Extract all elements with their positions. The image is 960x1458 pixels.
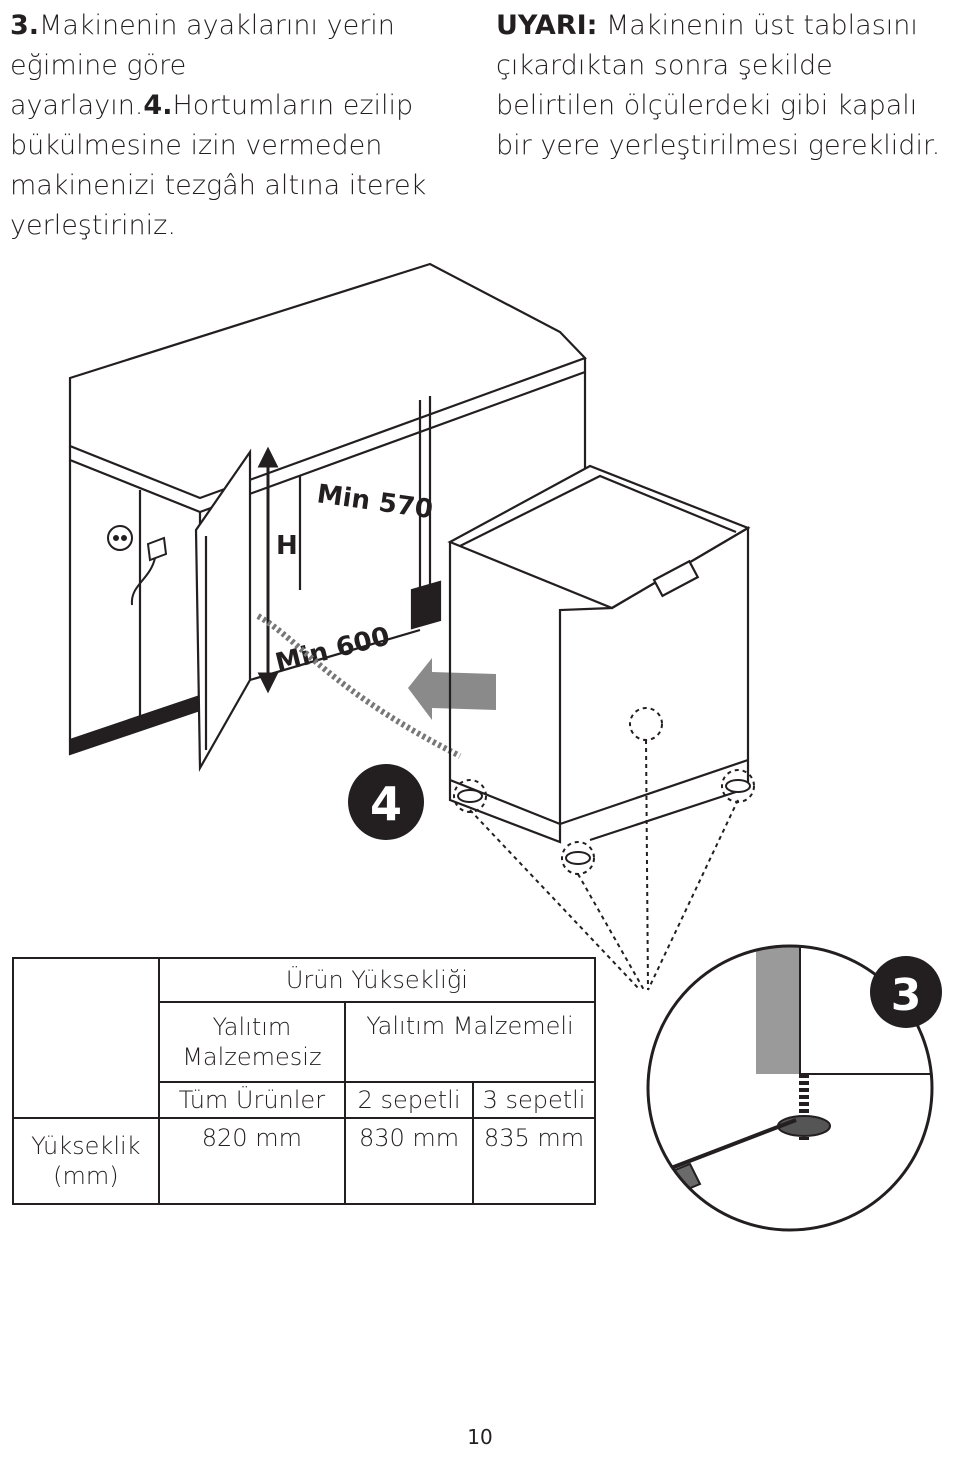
dishwasher [447,464,751,844]
page-number: 10 [467,1425,493,1449]
hose [256,613,462,759]
value-830: 830 mm [344,1117,475,1205]
product-height-table: Ürün Yüksekliği Yalıtım Malzemesiz Yalıt… [12,957,597,1205]
warning-text: Makinenin üst tablasını çıkardıktan sonr… [496,10,941,161]
sub-all-products: Tüm Ürünler [157,1081,347,1119]
table-header: Ürün Yüksekliği [157,957,597,1003]
value-820: 820 mm [157,1117,347,1205]
step3-number: 3. [10,10,40,41]
warning-label: UYARI: [496,10,598,41]
label-min-600: Min 600 [272,621,392,678]
svg-text:4: 4 [370,777,402,831]
col-with-insulation: Yalıtım Malzemeli [344,1001,596,1083]
col-without-insulation: Yalıtım Malzemesiz [157,1001,347,1083]
push-arrow-icon [408,658,496,720]
countertop [68,262,587,500]
sub-3-baskets: 3 sepetli [472,1081,596,1119]
cabinet-door [194,448,252,773]
dishwasher-feet [457,779,751,865]
svg-text:3: 3 [891,970,922,1021]
foot-adjust-detail: 3 [646,944,942,1232]
step4-number: 4. [143,90,173,121]
label-min-570: Min 570 [315,479,435,525]
step3-text: Makinenin ayaklarını yerin eğimine göre … [10,10,395,121]
badge-step-3: 3 [870,956,942,1028]
sub-2-baskets: 2 sepetli [344,1081,475,1119]
warning-note: UYARI: Makinenin üst tablasını çıkardıkt… [496,6,956,166]
table-empty-corner [12,957,160,1119]
badge-step-4: 4 [348,764,424,840]
step-instructions: 3.Makinenin ayaklarını yerin eğimine gör… [10,6,480,246]
socket-icon [107,525,168,606]
label-h: H [276,531,298,561]
step4-text: Hortumların ezilip bükülmesine izin verm… [10,90,427,241]
installation-illustration: H Min 570 Min 600 4 [68,262,755,991]
row-label-height: Yükseklik (mm) [12,1117,160,1205]
value-835: 835 mm [472,1117,596,1205]
